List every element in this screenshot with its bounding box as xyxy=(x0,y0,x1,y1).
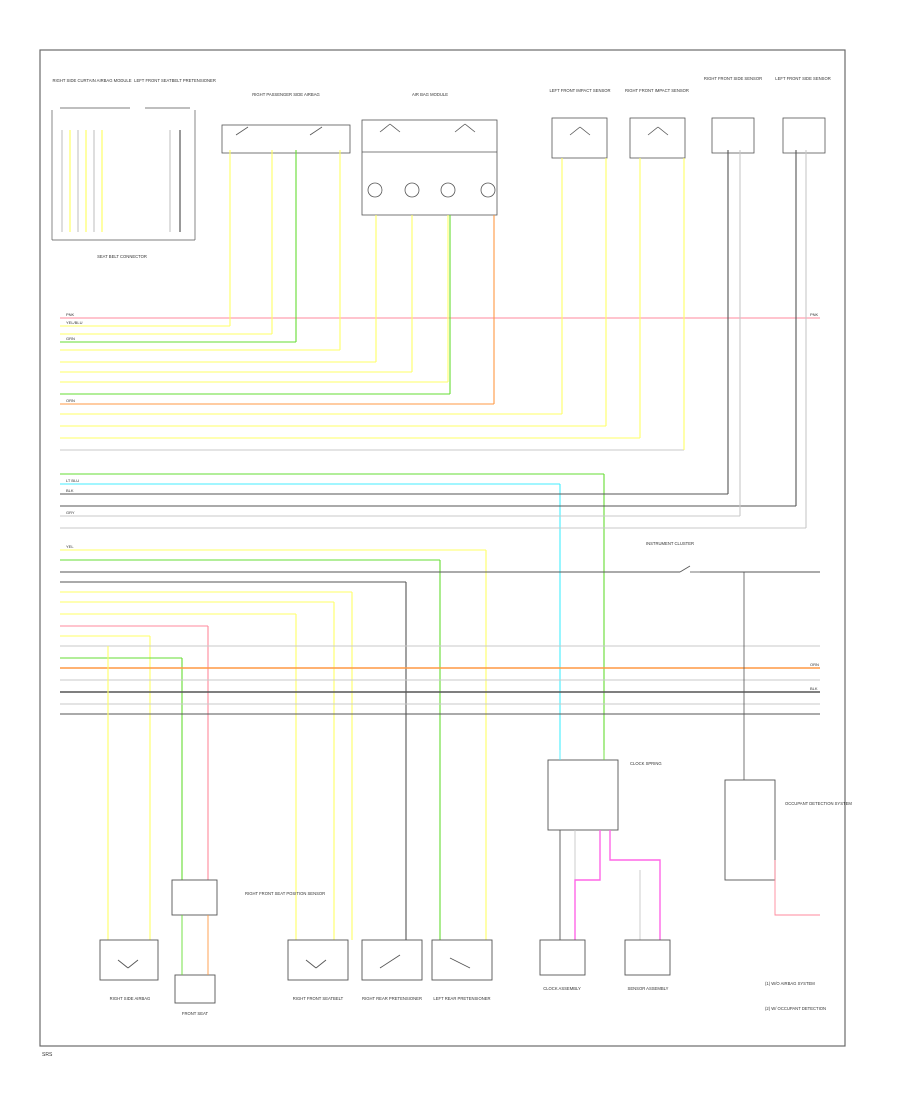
wire-code: PNK xyxy=(66,312,75,317)
top-left-stubs xyxy=(61,130,181,232)
label-right-passenger-airbag: RIGHT PASSENGER SIDE AIRBAG xyxy=(252,92,320,97)
label-left-front-impact: LEFT FRONT IMPACT SENSOR xyxy=(549,88,610,93)
label-right-front-seat-position: RIGHT FRONT SEAT POSITION SENSOR xyxy=(245,891,325,896)
label-right-side-curtain: RIGHT SIDE CURTAIN AIRBAG MODULE xyxy=(52,78,131,83)
wire-code: YEL xyxy=(66,544,74,549)
wire-code: BLK xyxy=(66,488,74,493)
label-air-bag-module: AIR BAG MODULE xyxy=(412,92,448,97)
label-left-front-side: LEFT FRONT SIDE SENSOR xyxy=(775,76,830,81)
bottom-components xyxy=(99,879,671,1004)
air-bag-module-box xyxy=(361,119,498,216)
diagram-frame xyxy=(39,49,846,1047)
label-clock-assembly: CLOCK ASSEMBLY xyxy=(543,986,581,991)
label-right-front-impact: RIGHT FRONT IMPACT SENSOR xyxy=(625,88,689,93)
label-left-front-seatbelt: LEFT FRONT SEATBELT PRETENSIONER xyxy=(134,78,216,83)
wire-code: GRY xyxy=(66,510,75,515)
wire-code: ORN xyxy=(810,662,819,667)
wire-code: YEL/BLU xyxy=(66,320,83,325)
label-seat-belt-connector: SEAT BELT CONNECTOR xyxy=(97,254,147,259)
clock-spring-block: CLOCK SPRING xyxy=(547,750,662,940)
lower-harness xyxy=(60,549,820,940)
label-instrument-cluster: INSTRUMENT CLUSTER xyxy=(646,541,694,546)
bottom-labels: RIGHT SIDE AIRBAG RIGHT FRONT SEAT POSIT… xyxy=(110,891,669,1016)
label-right-front-seatbelt: RIGHT FRONT SEATBELT xyxy=(293,996,344,1001)
middle-harness xyxy=(60,150,807,750)
right-passenger-airbag-box xyxy=(221,124,351,154)
wire-code: ORN xyxy=(66,398,75,403)
label-left-rear-pretensioner: LEFT REAR PRETENSIONER xyxy=(433,996,490,1001)
wire-codes: PNK YEL/BLU GRN ORN LT BLU BLK GRY YEL P… xyxy=(66,312,819,691)
wire-code: BLK xyxy=(810,686,818,691)
label-sensor-assembly: SENSOR ASSEMBLY xyxy=(628,986,669,991)
wire-code: PNK xyxy=(810,312,819,317)
label-occupant-detection: OCCUPANT DETECTION SYSTEM xyxy=(785,801,852,806)
label-right-front-side: RIGHT FRONT SIDE SENSOR xyxy=(704,76,762,81)
note-2: (2) W/ OCCUPANT DETECTION xyxy=(765,1006,826,1011)
upper-harness xyxy=(60,150,820,451)
diagram-id: SRS xyxy=(42,1052,53,1058)
wire-code: GRN xyxy=(66,336,75,341)
wire-code: LT BLU xyxy=(66,478,79,483)
top-left-connector xyxy=(51,107,196,241)
label-front-seat: FRONT SEAT xyxy=(182,1011,209,1016)
impact-sensor-boxes xyxy=(551,117,826,159)
cluster-junction: INSTRUMENT CLUSTER xyxy=(646,541,745,780)
note-1: (1) W/O AIRBAG SYSTEM xyxy=(765,981,815,986)
occupant-detection-block: OCCUPANT DETECTION SYSTEM xyxy=(724,779,852,916)
top-labels: RIGHT SIDE CURTAIN AIRBAG MODULE LEFT FR… xyxy=(52,76,830,259)
label-right-rear-pretensioner: RIGHT REAR PRETENSIONER xyxy=(362,996,422,1001)
notes: (1) W/O AIRBAG SYSTEM (2) W/ OCCUPANT DE… xyxy=(765,981,826,1011)
label-right-side-airbag: RIGHT SIDE AIRBAG xyxy=(110,996,151,1001)
label-clock-spring: CLOCK SPRING xyxy=(630,761,662,766)
